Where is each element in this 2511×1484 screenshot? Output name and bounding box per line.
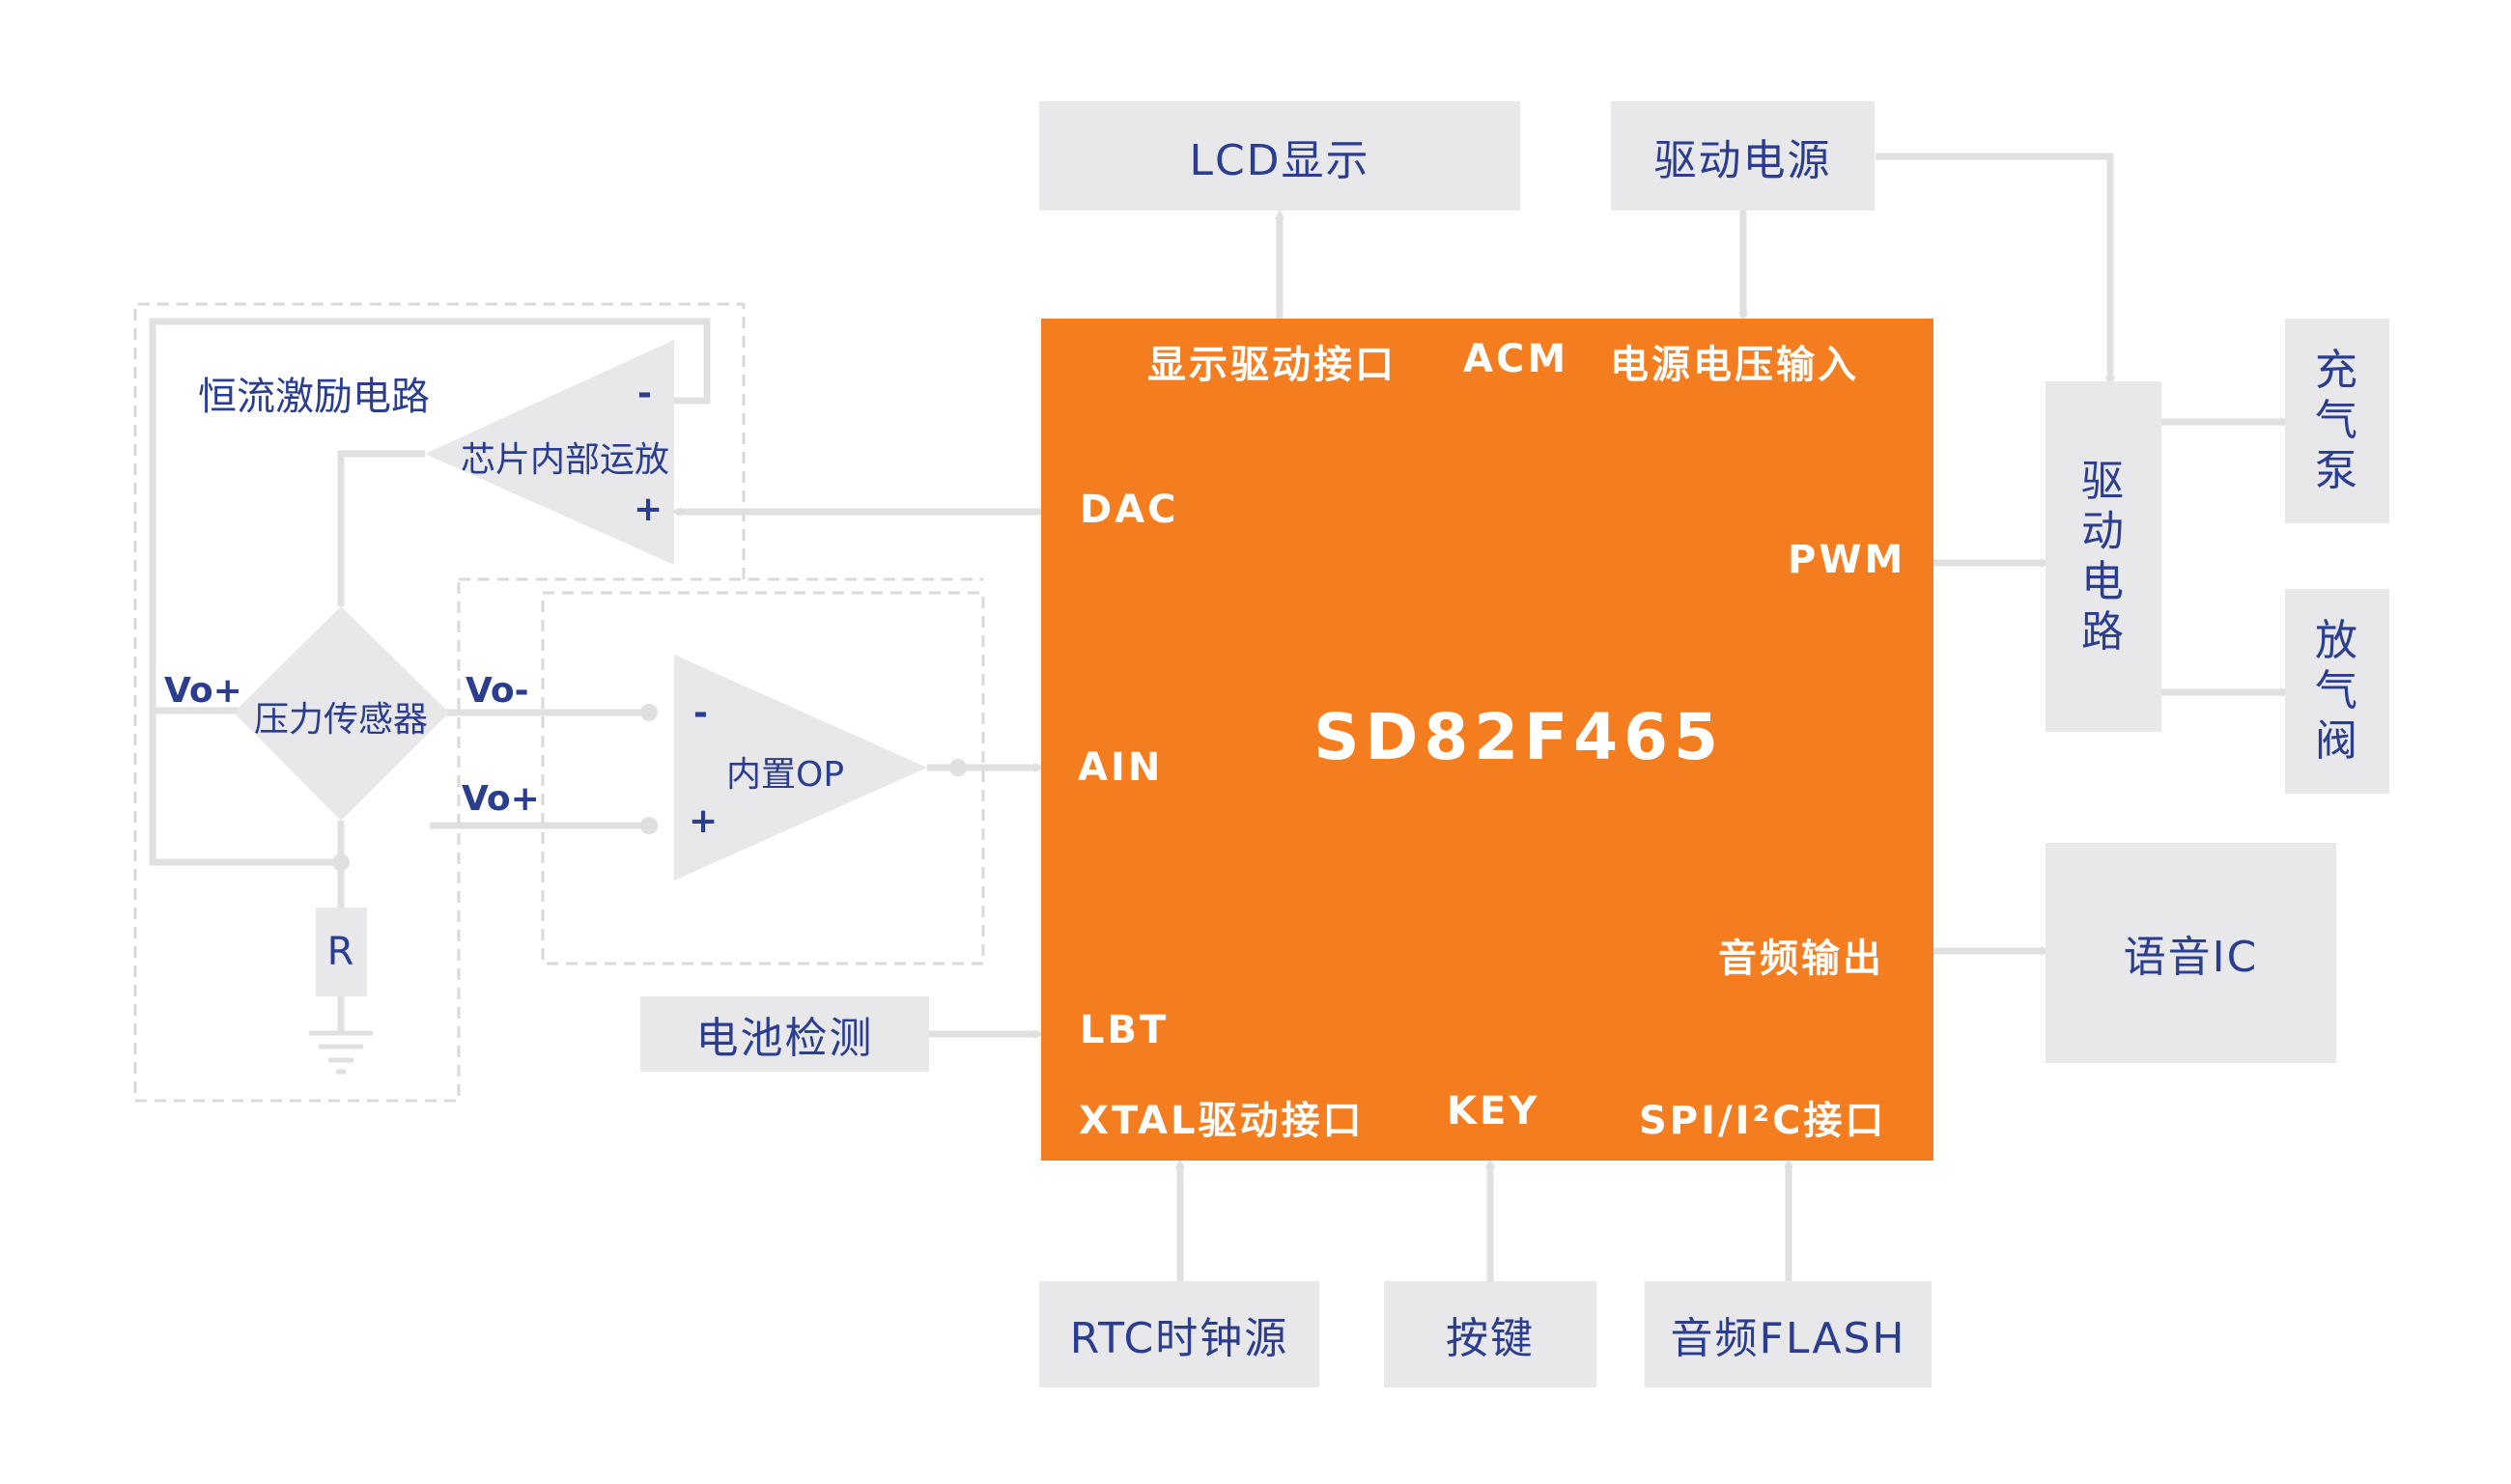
opamp-to-sensor-wire — [337, 450, 425, 606]
resistor-block: R — [316, 908, 367, 996]
drive-circuit-char: 驱 — [2081, 456, 2126, 506]
signal-arrows — [671, 153, 2290, 1281]
feedback-loop-wire — [149, 318, 711, 866]
pin-lbt: LBT — [1080, 1008, 1170, 1052]
lcd-display-block: LCD显示 — [1039, 101, 1520, 210]
junction-dot — [640, 704, 658, 721]
pin-audio-out: 音频输出 — [1718, 937, 1884, 981]
vo-plus-right-label: Vo+ — [462, 779, 540, 819]
valve-char: 气 — [2315, 666, 2359, 715]
internal-op-minus: - — [693, 693, 708, 733]
internal-op-boundary — [541, 591, 985, 966]
dashed-boundaries — [133, 302, 985, 1103]
internal-op-label: 内置OP — [726, 755, 845, 795]
chip-opamp-plus: + — [634, 490, 663, 529]
pressure-sensor-diamond — [234, 606, 449, 821]
resistor-label: R — [326, 930, 356, 974]
excitation-circuit-title: 恒流激励电路 — [198, 375, 430, 419]
drive-power-label: 驱动电源 — [1653, 135, 1832, 185]
keys-block: 按键 — [1384, 1281, 1596, 1387]
pump-char: 气 — [2315, 396, 2359, 445]
keys-label: 按键 — [1446, 1314, 1535, 1363]
pump-char: 泵 — [2315, 446, 2359, 495]
drive-circuit-block: 驱 动 电 路 — [2045, 381, 2161, 732]
chip-opamp-triangle — [425, 340, 674, 565]
junction-dot — [332, 854, 350, 871]
excitation-boundary — [133, 302, 746, 1103]
junction-dot — [640, 817, 658, 834]
internal-op-triangle — [674, 655, 927, 881]
voice-ic-block: 语音IC — [2045, 843, 2336, 1063]
valve-block: 放 气 阀 — [2285, 589, 2389, 794]
chip-name: SD82F465 — [1313, 700, 1725, 774]
arrow-power-to-drive — [1876, 153, 2115, 386]
lcd-display-label: LCD显示 — [1189, 135, 1370, 185]
pin-acm: ACM — [1463, 337, 1569, 381]
pin-dac: DAC — [1080, 488, 1179, 532]
pump-block: 充 气 泵 — [2285, 319, 2389, 523]
pin-ain: AIN — [1078, 745, 1164, 790]
pin-spi-i2c: SPI/I²C接口 — [1639, 1099, 1887, 1143]
valve-char: 阀 — [2315, 716, 2359, 766]
voice-ic-label: 语音IC — [2123, 933, 2259, 982]
vo-plus-left-label: Vo+ — [164, 671, 242, 711]
drive-circuit-char: 动 — [2081, 506, 2126, 556]
battery-detect-block: 电池检测 — [640, 996, 929, 1072]
chip-opamp-label: 芯片内部运放 — [461, 440, 670, 480]
chip-opamp-minus: - — [637, 374, 652, 413]
pressure-sensor-label: 压力传感器 — [254, 700, 429, 740]
audio-flash-label: 音频FLASH — [1670, 1314, 1906, 1363]
mcu-chip — [1041, 319, 1933, 1161]
rtc-clock-label: RTC时钟源 — [1069, 1314, 1289, 1363]
pin-display-driver: 显示驱动接口 — [1147, 343, 1397, 387]
drive-circuit-char: 电 — [2081, 556, 2126, 606]
valve-char: 放 — [2315, 616, 2359, 665]
rtc-clock-block: RTC时钟源 — [1039, 1281, 1319, 1387]
pin-key: KEY — [1447, 1089, 1540, 1134]
pin-pwm: PWM — [1788, 538, 1906, 582]
audio-flash-block: 音频FLASH — [1645, 1281, 1932, 1387]
vo-minus-label: Vo- — [466, 671, 529, 711]
drive-circuit-char: 路 — [2081, 606, 2126, 657]
battery-detect-label: 电池检测 — [695, 1014, 874, 1063]
pin-power-input: 电源电压输入 — [1610, 343, 1859, 387]
pin-xtal: XTAL驱动接口 — [1079, 1099, 1365, 1143]
pump-char: 充 — [2315, 346, 2359, 395]
internal-op-plus: + — [689, 801, 719, 841]
drive-power-block: 驱动电源 — [1611, 101, 1875, 210]
